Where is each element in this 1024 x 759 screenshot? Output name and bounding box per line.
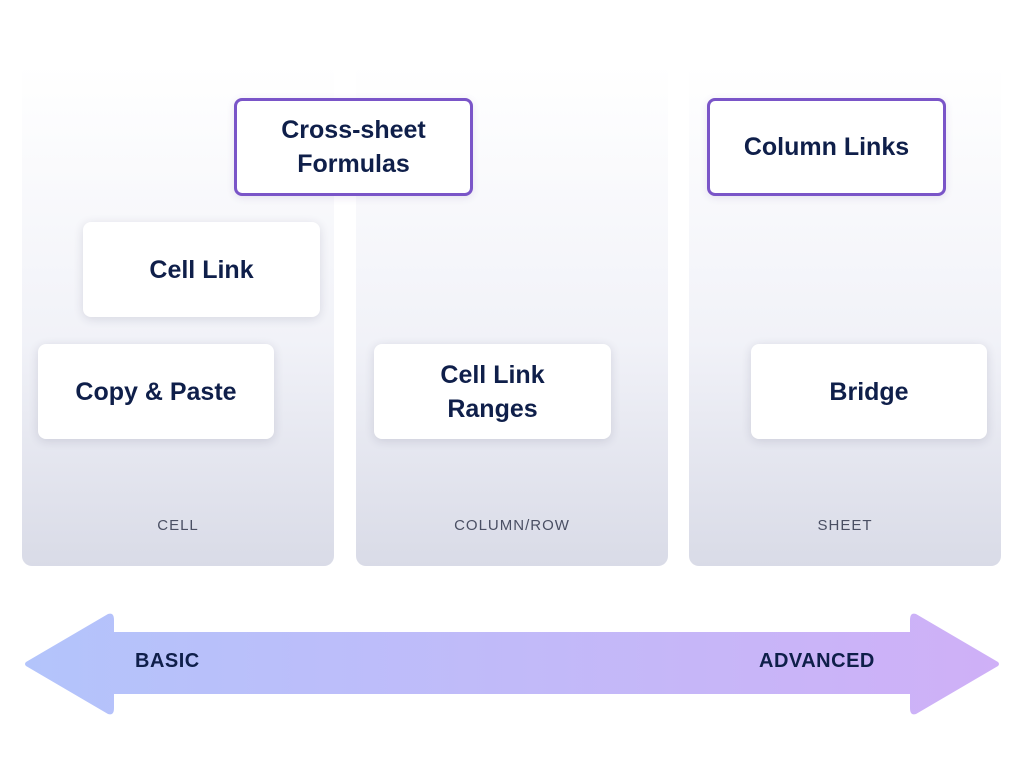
complexity-arrow: BASIC ADVANCED	[24, 612, 1000, 716]
column-label-column-row: COLUMN/ROW	[454, 517, 570, 534]
card-bridge-text: Bridge	[829, 377, 909, 406]
card-cell-link-ranges-line2: Ranges	[447, 394, 538, 423]
card-cross-sheet-formulas-line2: Formulas	[297, 150, 410, 178]
double-arrow-icon	[25, 613, 999, 715]
card-column-links-text: Column Links	[743, 133, 910, 161]
card-cell-link-ranges: Cell Link Ranges	[374, 344, 611, 439]
card-cell-link-ranges-line1: Cell Link	[440, 360, 545, 389]
card-copy-paste-text: Copy & Paste	[75, 377, 237, 406]
card-copy-paste: Copy & Paste	[38, 344, 274, 439]
card-column-links: Column Links	[707, 98, 946, 196]
card-cross-sheet-formulas-line1: Cross-sheet	[281, 116, 426, 144]
column-label-sheet: SHEET	[817, 517, 873, 534]
card-cell-link: Cell Link	[83, 222, 320, 317]
card-bridge: Bridge	[751, 344, 987, 439]
arrow-label-advanced: ADVANCED	[759, 650, 875, 672]
column-label-cell: CELL	[157, 517, 199, 534]
arrow-label-basic: BASIC	[135, 650, 200, 672]
card-cross-sheet-formulas: Cross-sheet Formulas	[234, 98, 473, 196]
card-cell-link-text: Cell Link	[149, 255, 254, 284]
